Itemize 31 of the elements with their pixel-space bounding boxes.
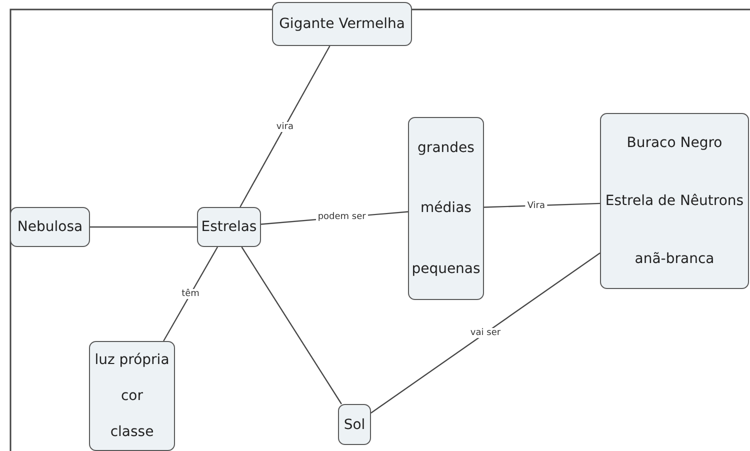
- concept-text: anã-branca: [634, 251, 714, 267]
- edge-label: têm: [180, 289, 202, 299]
- concept-text: cor: [120, 388, 144, 404]
- concept-box: [408, 117, 484, 300]
- concept-text: luz própria: [94, 352, 170, 368]
- concept-box: [197, 207, 261, 247]
- connector-line: [90, 226, 197, 228]
- edge-label: vai ser: [468, 328, 503, 338]
- concept-text: Sol: [344, 416, 366, 432]
- concept-box: [338, 404, 371, 445]
- concept-text: grandes: [418, 140, 474, 156]
- edge-label: podem ser: [316, 212, 368, 222]
- concept-box: [89, 341, 175, 451]
- edge-label: vira: [274, 122, 296, 132]
- connector-line: [370, 252, 600, 414]
- concept-text: Estrelas: [201, 219, 257, 235]
- connector-line: [484, 202, 600, 208]
- edge-label: Vira: [525, 200, 548, 211]
- connector-line: [240, 46, 330, 208]
- concept-text: classe: [110, 424, 154, 440]
- concept-text: Buraco Negro: [626, 135, 722, 151]
- concept-text: Estrela de Nêutrons: [605, 193, 744, 209]
- connector-line: [163, 246, 218, 342]
- concept-box: [600, 113, 749, 289]
- connector-line: [241, 246, 342, 404]
- concept-text: pequenas: [412, 260, 480, 277]
- concept-text: Gigante Vermelha: [279, 16, 405, 32]
- concept-text: médias: [420, 200, 472, 216]
- concept-box: [272, 2, 412, 46]
- concept-box: [10, 207, 90, 247]
- concept-text: Nebulosa: [17, 219, 83, 235]
